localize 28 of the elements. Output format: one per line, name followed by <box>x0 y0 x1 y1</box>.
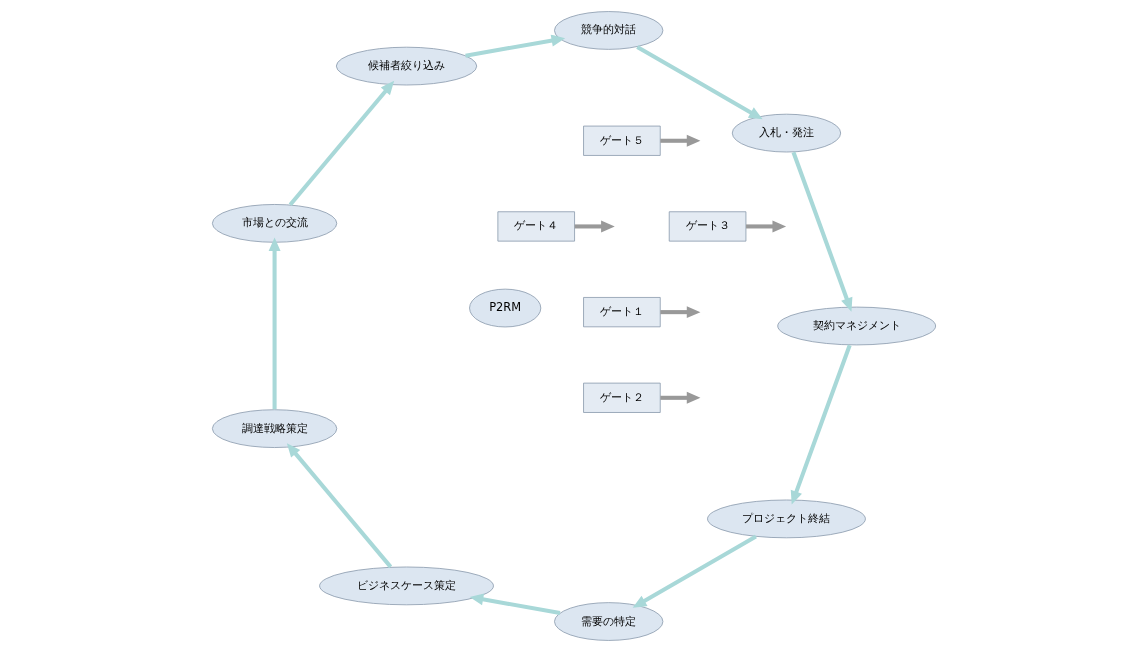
arrow <box>659 391 700 404</box>
arrow <box>791 151 852 312</box>
arrow <box>268 237 281 410</box>
node-ellipse: 契約マネジメント <box>776 306 936 346</box>
arrow <box>574 220 615 233</box>
node-box: ゲート３ <box>668 211 746 242</box>
node-ellipse: 需要の特定 <box>553 602 663 641</box>
arrow <box>464 34 565 58</box>
arrow <box>659 134 700 147</box>
arrow <box>635 45 763 120</box>
arrow <box>288 80 394 207</box>
node-ellipse: 調達戦略策定 <box>211 409 337 448</box>
arrow <box>632 534 757 608</box>
arrow <box>790 344 852 505</box>
arrow <box>286 443 392 569</box>
arrow <box>659 306 700 319</box>
node-box: ゲート２ <box>582 382 661 413</box>
node-ellipse: P2RM <box>468 288 541 328</box>
arrow <box>745 220 786 233</box>
node-ellipse: 市場との交流 <box>211 204 337 243</box>
arrow <box>469 593 560 615</box>
node-box: ゲート５ <box>582 125 661 156</box>
node-box: ゲート４ <box>496 211 575 242</box>
node-ellipse: プロジェクト終結 <box>706 499 866 539</box>
node-ellipse: 競争的対話 <box>553 11 663 50</box>
node-ellipse: 入札・発注 <box>731 113 841 153</box>
node-box: ゲート１ <box>582 297 661 328</box>
node-ellipse: 候補者絞り込み <box>335 46 477 86</box>
